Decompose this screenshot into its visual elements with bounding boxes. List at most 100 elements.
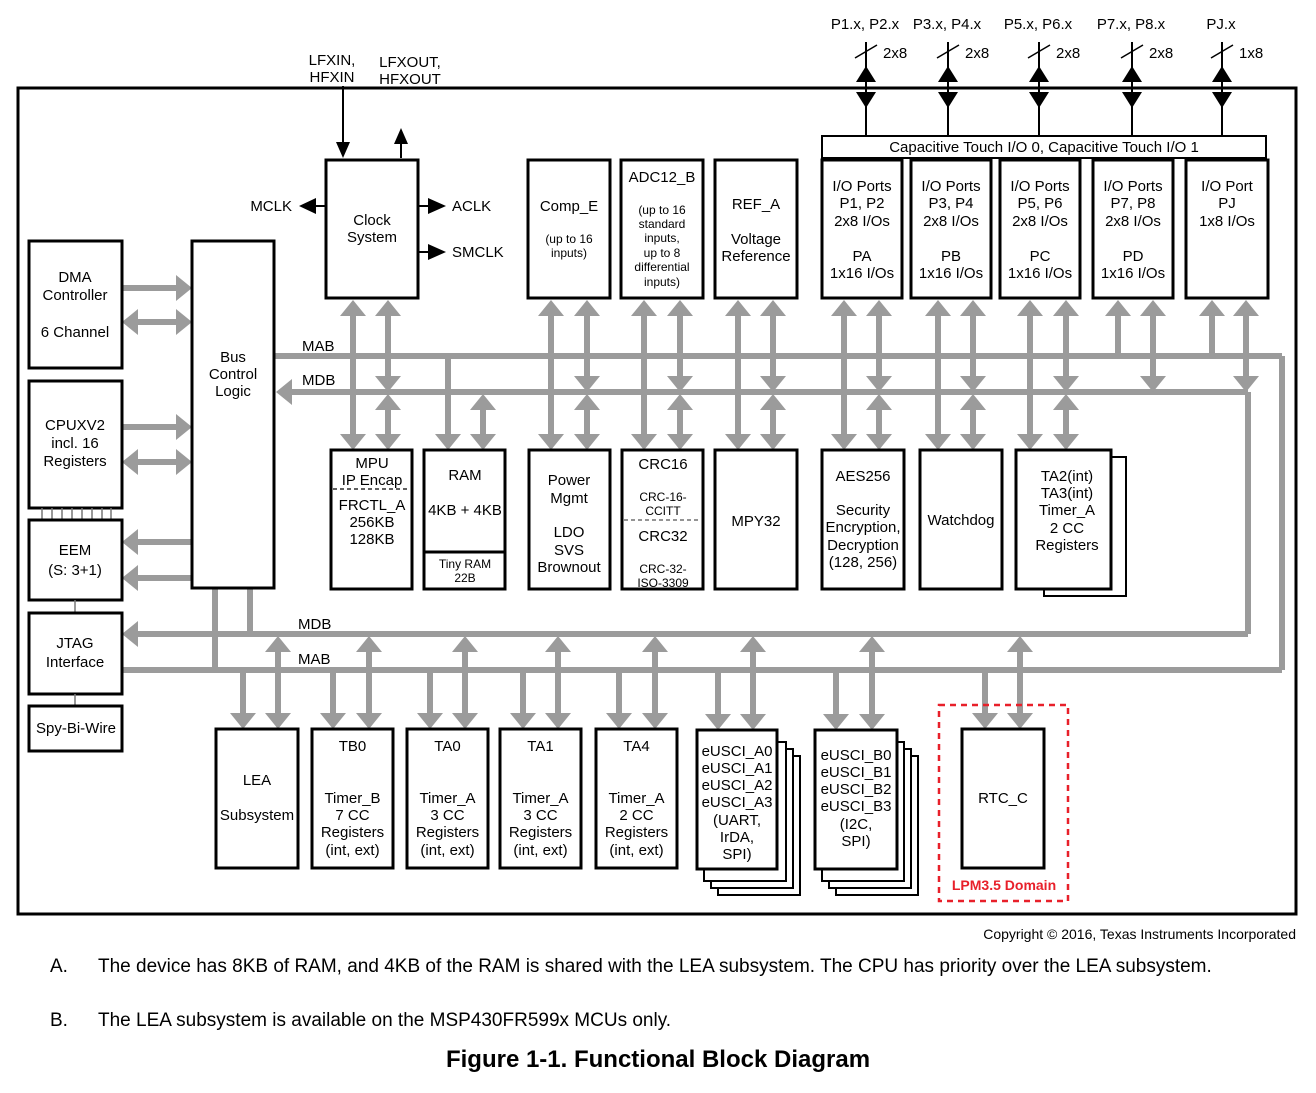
xout-label-1: LFXOUT, [379, 54, 441, 71]
arrow-up-icon [394, 128, 408, 144]
jtag-interface-block: JTAG Interface [27, 611, 124, 696]
port-bus-width-label: 2x8 [883, 45, 907, 62]
bus-arrow-up-icon [866, 300, 892, 316]
bus-arrow-down-icon [340, 434, 366, 450]
io-port-box [1184, 158, 1270, 300]
svg-text:Controller: Controller [42, 287, 107, 304]
note-label: B. [50, 1010, 68, 1031]
bus-arrow-up-icon [574, 394, 600, 410]
bus-arrow-up-icon [859, 636, 885, 652]
io-port-text: I/O Ports [1010, 178, 1069, 195]
io-port-text: 1x16 I/Os [1008, 265, 1072, 282]
arrow-down-icon [1122, 92, 1142, 108]
dma-controller-block: DMA Controller 6 Channel [27, 239, 124, 370]
svg-text:Comp_E: Comp_E [540, 198, 598, 215]
svg-text:TA2(int): TA2(int) [1041, 468, 1093, 485]
svg-text:Brownout: Brownout [537, 559, 601, 576]
timer-box [498, 727, 583, 870]
bus-arrow-down-icon [545, 713, 571, 729]
bus-arrow-down-icon [470, 434, 496, 450]
aclk-label: ACLK [452, 198, 491, 215]
timer-text: TA0 [434, 738, 460, 755]
io-port-text: 2x8 I/Os [1012, 213, 1068, 230]
lea-subsystem-block: LEA Subsystem [214, 727, 300, 870]
bus-arrow-down-icon [265, 713, 291, 729]
svg-text:Mgmt: Mgmt [550, 490, 588, 507]
bus-arrow-up-icon [375, 300, 401, 316]
bus-arrow-down-icon [375, 376, 401, 392]
timer-text: Registers [416, 824, 479, 841]
svg-text:Registers: Registers [1035, 537, 1098, 554]
bus-arrow-left-icon [122, 309, 138, 335]
arrow-up-icon [938, 66, 958, 82]
bus-arrow-left-icon [122, 449, 138, 475]
svg-text:MPU: MPU [355, 455, 388, 472]
svg-text:Spy-Bi-Wire: Spy-Bi-Wire [36, 720, 116, 737]
bus-arrow-right-icon [176, 275, 192, 301]
arrow-down-icon [1029, 92, 1049, 108]
bus-arrow-up-icon [725, 300, 751, 316]
svg-text:2 CC: 2 CC [1050, 520, 1084, 537]
svg-text:ADC12_B: ADC12_B [629, 169, 696, 186]
bus-arrow-left-icon [122, 529, 138, 555]
arrow-up-icon [1029, 66, 1049, 82]
svg-text:Capacitive Touch I/O 0, Capaci: Capacitive Touch I/O 0, Capacitive Touch… [889, 139, 1199, 156]
copyright-text: Copyright © 2016, Texas Instruments Inco… [983, 926, 1296, 942]
capacitive-touch-block: Capacitive Touch I/O 0, Capacitive Touch… [821, 135, 1267, 159]
io-port-box [909, 158, 993, 300]
bus-arrow-up-icon [1053, 394, 1079, 410]
svg-text:incl. 16: incl. 16 [51, 435, 99, 452]
svg-text:inputs): inputs) [644, 275, 680, 289]
bus-arrow-down-icon [667, 376, 693, 392]
io-port-box [1091, 158, 1175, 300]
ram-block: RAM 4KB + 4KB Tiny RAM 22B [422, 448, 507, 591]
bus-arrow-down-icon [705, 714, 731, 730]
svg-text:inputs): inputs) [551, 246, 587, 260]
note-label: A. [50, 956, 68, 977]
svg-text:TA3(int): TA3(int) [1041, 485, 1093, 502]
svg-text:256KB: 256KB [349, 514, 394, 531]
svg-text:Watchdog: Watchdog [928, 512, 995, 529]
port-bus-width-label: 2x8 [965, 45, 989, 62]
upper-mdb-label: MDB [302, 372, 335, 389]
bus-arrow-down-icon [866, 434, 892, 450]
svg-text:(128, 256): (128, 256) [829, 554, 897, 571]
lpm35-domain-label: LPM3.5 Domain [952, 877, 1056, 893]
cpu-block: CPUXV2 incl. 16 Registers [27, 379, 124, 510]
bus-arrow-down-icon [574, 434, 600, 450]
svg-text:FRCTL_A: FRCTL_A [339, 497, 406, 514]
spy-bi-wire-block: Spy-Bi-Wire [27, 704, 124, 753]
svg-text:CPUXV2: CPUXV2 [45, 417, 105, 434]
bus-arrow-up-icon [470, 394, 496, 410]
bus-arrow-down-icon [972, 713, 998, 729]
timer-text: 3 CC [523, 807, 557, 824]
io-port-text: PB [941, 248, 961, 265]
port-pin-label: P3.x, P4.x [913, 16, 982, 33]
svg-text:Voltage: Voltage [731, 231, 781, 248]
bus-arrow-up-icon [356, 636, 382, 652]
arrow-down-icon [856, 92, 876, 108]
bus-arrow-up-icon [375, 394, 401, 410]
note-text: The device has 8KB of RAM, and 4KB of th… [98, 956, 1212, 977]
bus-arrow-up-icon [667, 394, 693, 410]
svg-text:Encryption,: Encryption, [825, 519, 900, 536]
io-port-text: P3, P4 [928, 195, 973, 212]
io-port-text: 2x8 I/Os [923, 213, 979, 230]
ref-a-block: REF_A Voltage Reference [713, 158, 799, 300]
svg-text:6 Channel: 6 Channel [41, 324, 109, 341]
svg-text:Decryption: Decryption [827, 537, 899, 554]
timer-text: (int, ext) [513, 842, 567, 859]
bus-width-slash-icon [854, 44, 878, 59]
mpy32-block: MPY32 [713, 448, 799, 591]
bus-arrow-up-icon [1199, 300, 1225, 316]
svg-text:EEM: EEM [59, 542, 92, 559]
io-port-text: PA [853, 248, 872, 265]
arrow-down-icon [938, 92, 958, 108]
svg-text:System: System [347, 229, 397, 246]
svg-text:inputs,: inputs, [644, 231, 679, 245]
svg-text:CRC-16-: CRC-16- [639, 490, 686, 504]
